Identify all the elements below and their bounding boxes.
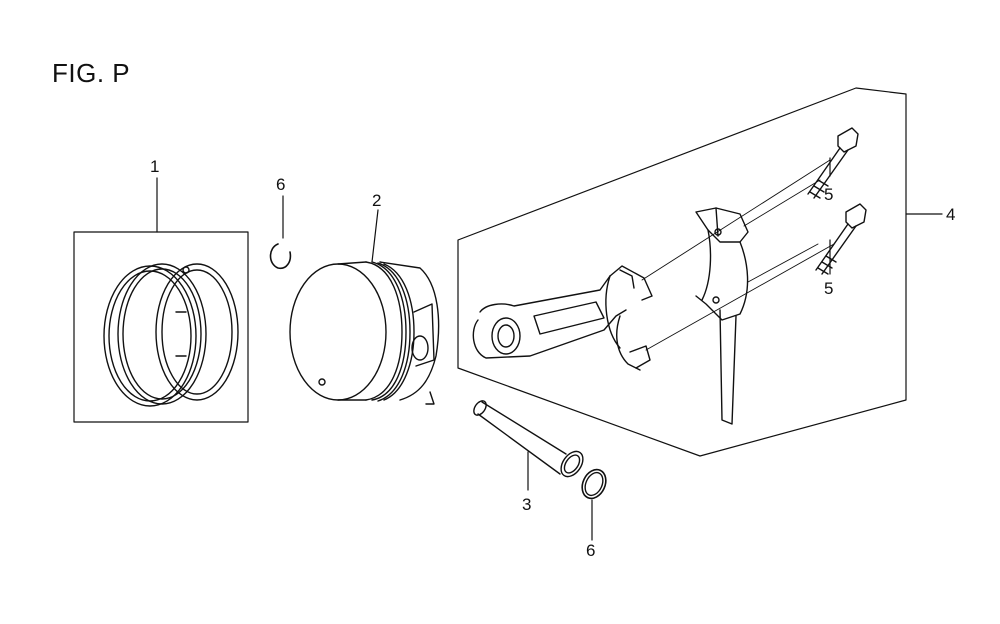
piston-ring-set-group (73, 177, 249, 423)
callout-5-upper: 5 (824, 185, 834, 204)
piston-rings (103, 263, 239, 407)
callout-6-top: 6 (276, 175, 286, 194)
piston-pin (473, 400, 584, 491)
connecting-rod-assembly (457, 87, 943, 457)
pin-clip-bottom (581, 468, 607, 541)
callout-1: 1 (150, 157, 160, 176)
figure-title: FIG. P (52, 58, 131, 88)
callout-2: 2 (372, 191, 382, 210)
callout-4: 4 (946, 205, 956, 224)
pin-clip-top (269, 195, 292, 270)
leader-line-2 (371, 209, 379, 263)
ring-set-box (73, 231, 249, 423)
callout-6-bottom: 6 (586, 541, 596, 560)
assembly-frame (457, 87, 907, 457)
piston (289, 209, 440, 405)
callout-3: 3 (522, 495, 532, 514)
callout-5-lower: 5 (824, 279, 834, 298)
connecting-rod-bolts (807, 127, 867, 275)
